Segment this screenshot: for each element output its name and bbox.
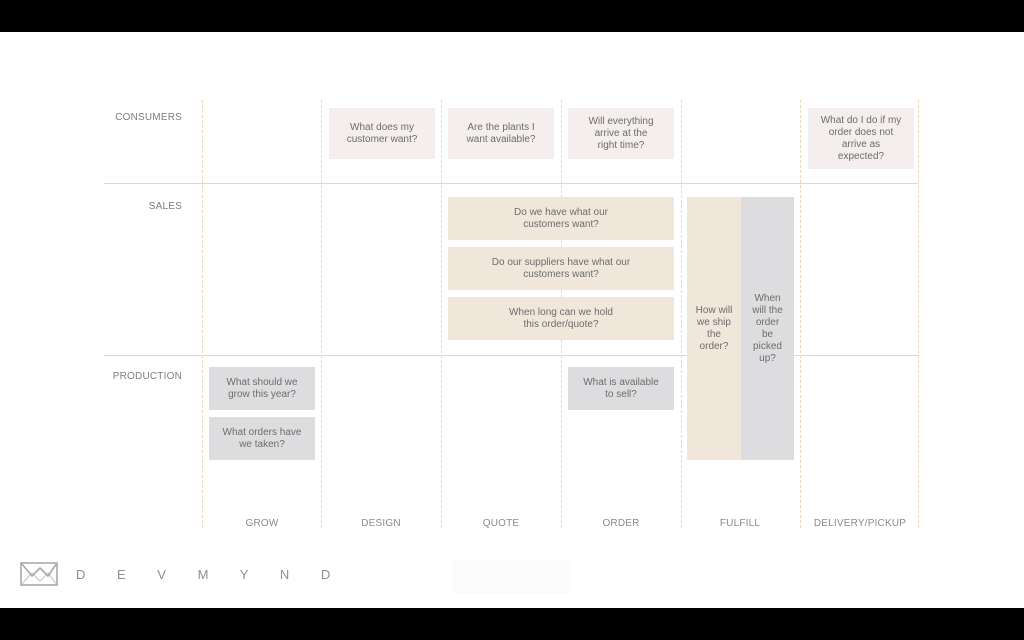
card-hold-order: When long can we hold this order/quote? <box>448 297 674 340</box>
card-customer-want: What does my customer want? <box>329 108 435 159</box>
card-orders-taken: What orders have we taken? <box>209 417 315 460</box>
column-label-fulfill: FULFILL <box>719 518 761 529</box>
column-label-delivery: DELIVERY/PICKUP <box>813 518 907 529</box>
column-divider <box>202 100 203 528</box>
column-divider <box>441 100 442 528</box>
card-available-to-sell: What is available to sell? <box>568 367 674 410</box>
lane-label-production: PRODUCTION <box>112 371 182 382</box>
column-label-quote: QUOTE <box>482 518 520 529</box>
column-label-design: DESIGN <box>361 518 401 529</box>
slide: CONSUMERS SALES PRODUCTION What does my … <box>0 32 1024 608</box>
brand-wordmark: D E V M Y N D <box>76 566 345 582</box>
column-divider <box>800 100 801 528</box>
card-plants-available: Are the plants I want available? <box>448 108 554 159</box>
card-order-not-expected: What do I do if my order does not arrive… <box>808 108 914 169</box>
column-label-grow: GROW <box>245 518 279 529</box>
card-grow-this-year: What should we grow this year? <box>209 367 315 410</box>
lane-divider-consumers-sales <box>104 183 919 184</box>
card-suppliers-have: Do our suppliers have what our customers… <box>448 247 674 290</box>
column-label-order: ORDER <box>602 518 640 529</box>
card-when-picked-up: When will the order be picked up? <box>741 197 794 460</box>
lane-label-sales: SALES <box>148 201 182 212</box>
card-have-what-customers-want: Do we have what our customers want? <box>448 197 674 240</box>
devmynd-logo-icon <box>20 562 58 586</box>
lane-divider-sales-production <box>104 355 919 356</box>
card-how-ship: How will we ship the order? <box>687 197 741 460</box>
column-divider <box>681 100 682 528</box>
card-arrive-on-time: Will everything arrive at the right time… <box>568 108 674 159</box>
faint-placeholder <box>452 560 570 594</box>
lane-label-consumers: CONSUMERS <box>115 112 182 123</box>
column-divider <box>321 100 322 528</box>
column-divider <box>918 100 919 528</box>
devmynd-logo: D E V M Y N D <box>20 562 344 586</box>
